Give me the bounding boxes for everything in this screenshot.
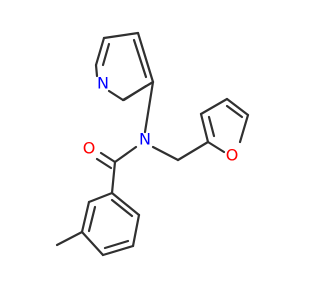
atom-label-layer: N N O O [83,74,239,165]
bond-py-c1-c2-inner [122,84,148,102]
bond-bz-c2-c3 [80,200,91,234]
bond-py-c5-c1 [136,31,155,84]
bond-furan-c2-c3 [199,112,210,144]
pyridine-nitrogen-label: N [97,74,109,93]
bond-furan-c4-c5-inner [225,104,244,119]
bond-carbonyl-co-1 [99,151,117,164]
bond-py-c3-c4-inner [101,42,111,67]
bond-carbonyl-co-2 [95,157,113,170]
bond-ch2-furan-c2 [176,140,210,162]
bond-furan-c3-c4 [199,97,229,116]
bond-py-n-c3 [94,63,99,78]
bond-methyl [55,230,84,247]
carbonyl-oxygen-label: O [83,139,96,158]
bond-bz-c4-c5 [101,244,135,257]
bond-layer [55,31,250,257]
bond-bz-c1-c2 [87,191,114,204]
bond-bz-c6-c1 [110,191,141,217]
structure-canvas: N N O O [55,31,250,257]
bond-furan-c2-c3-inner [207,115,216,138]
bond-py-c4-c5 [102,31,140,40]
amide-nitrogen-label: N [139,130,151,149]
bond-n-ch2 [151,145,180,162]
bond-py-c1-amide-n [143,80,155,134]
bond-bz-c3-c4 [80,230,105,257]
bond-py-c2-n [107,89,125,102]
bond-carbonyl-benzene [110,160,117,195]
bond-py-c5-c1-inner [132,38,148,79]
bond-bz-c5-c6 [131,213,141,248]
bond-furan-c5-o [238,113,250,144]
bond-py-c3-c4 [94,36,106,67]
bond-bz-c6-c1-inner [110,198,134,218]
bond-bz-c2-c3-inner [87,205,97,233]
bond-furan-o-c2 [206,140,226,154]
furan-oxygen-label: O [226,146,239,165]
bond-furan-c4-c5 [225,97,250,117]
bond-n-carbonyl-c [113,145,138,164]
chemical-structure-diagram: N N O O [55,31,250,257]
bond-bz-c4-c5-inner [103,239,130,250]
